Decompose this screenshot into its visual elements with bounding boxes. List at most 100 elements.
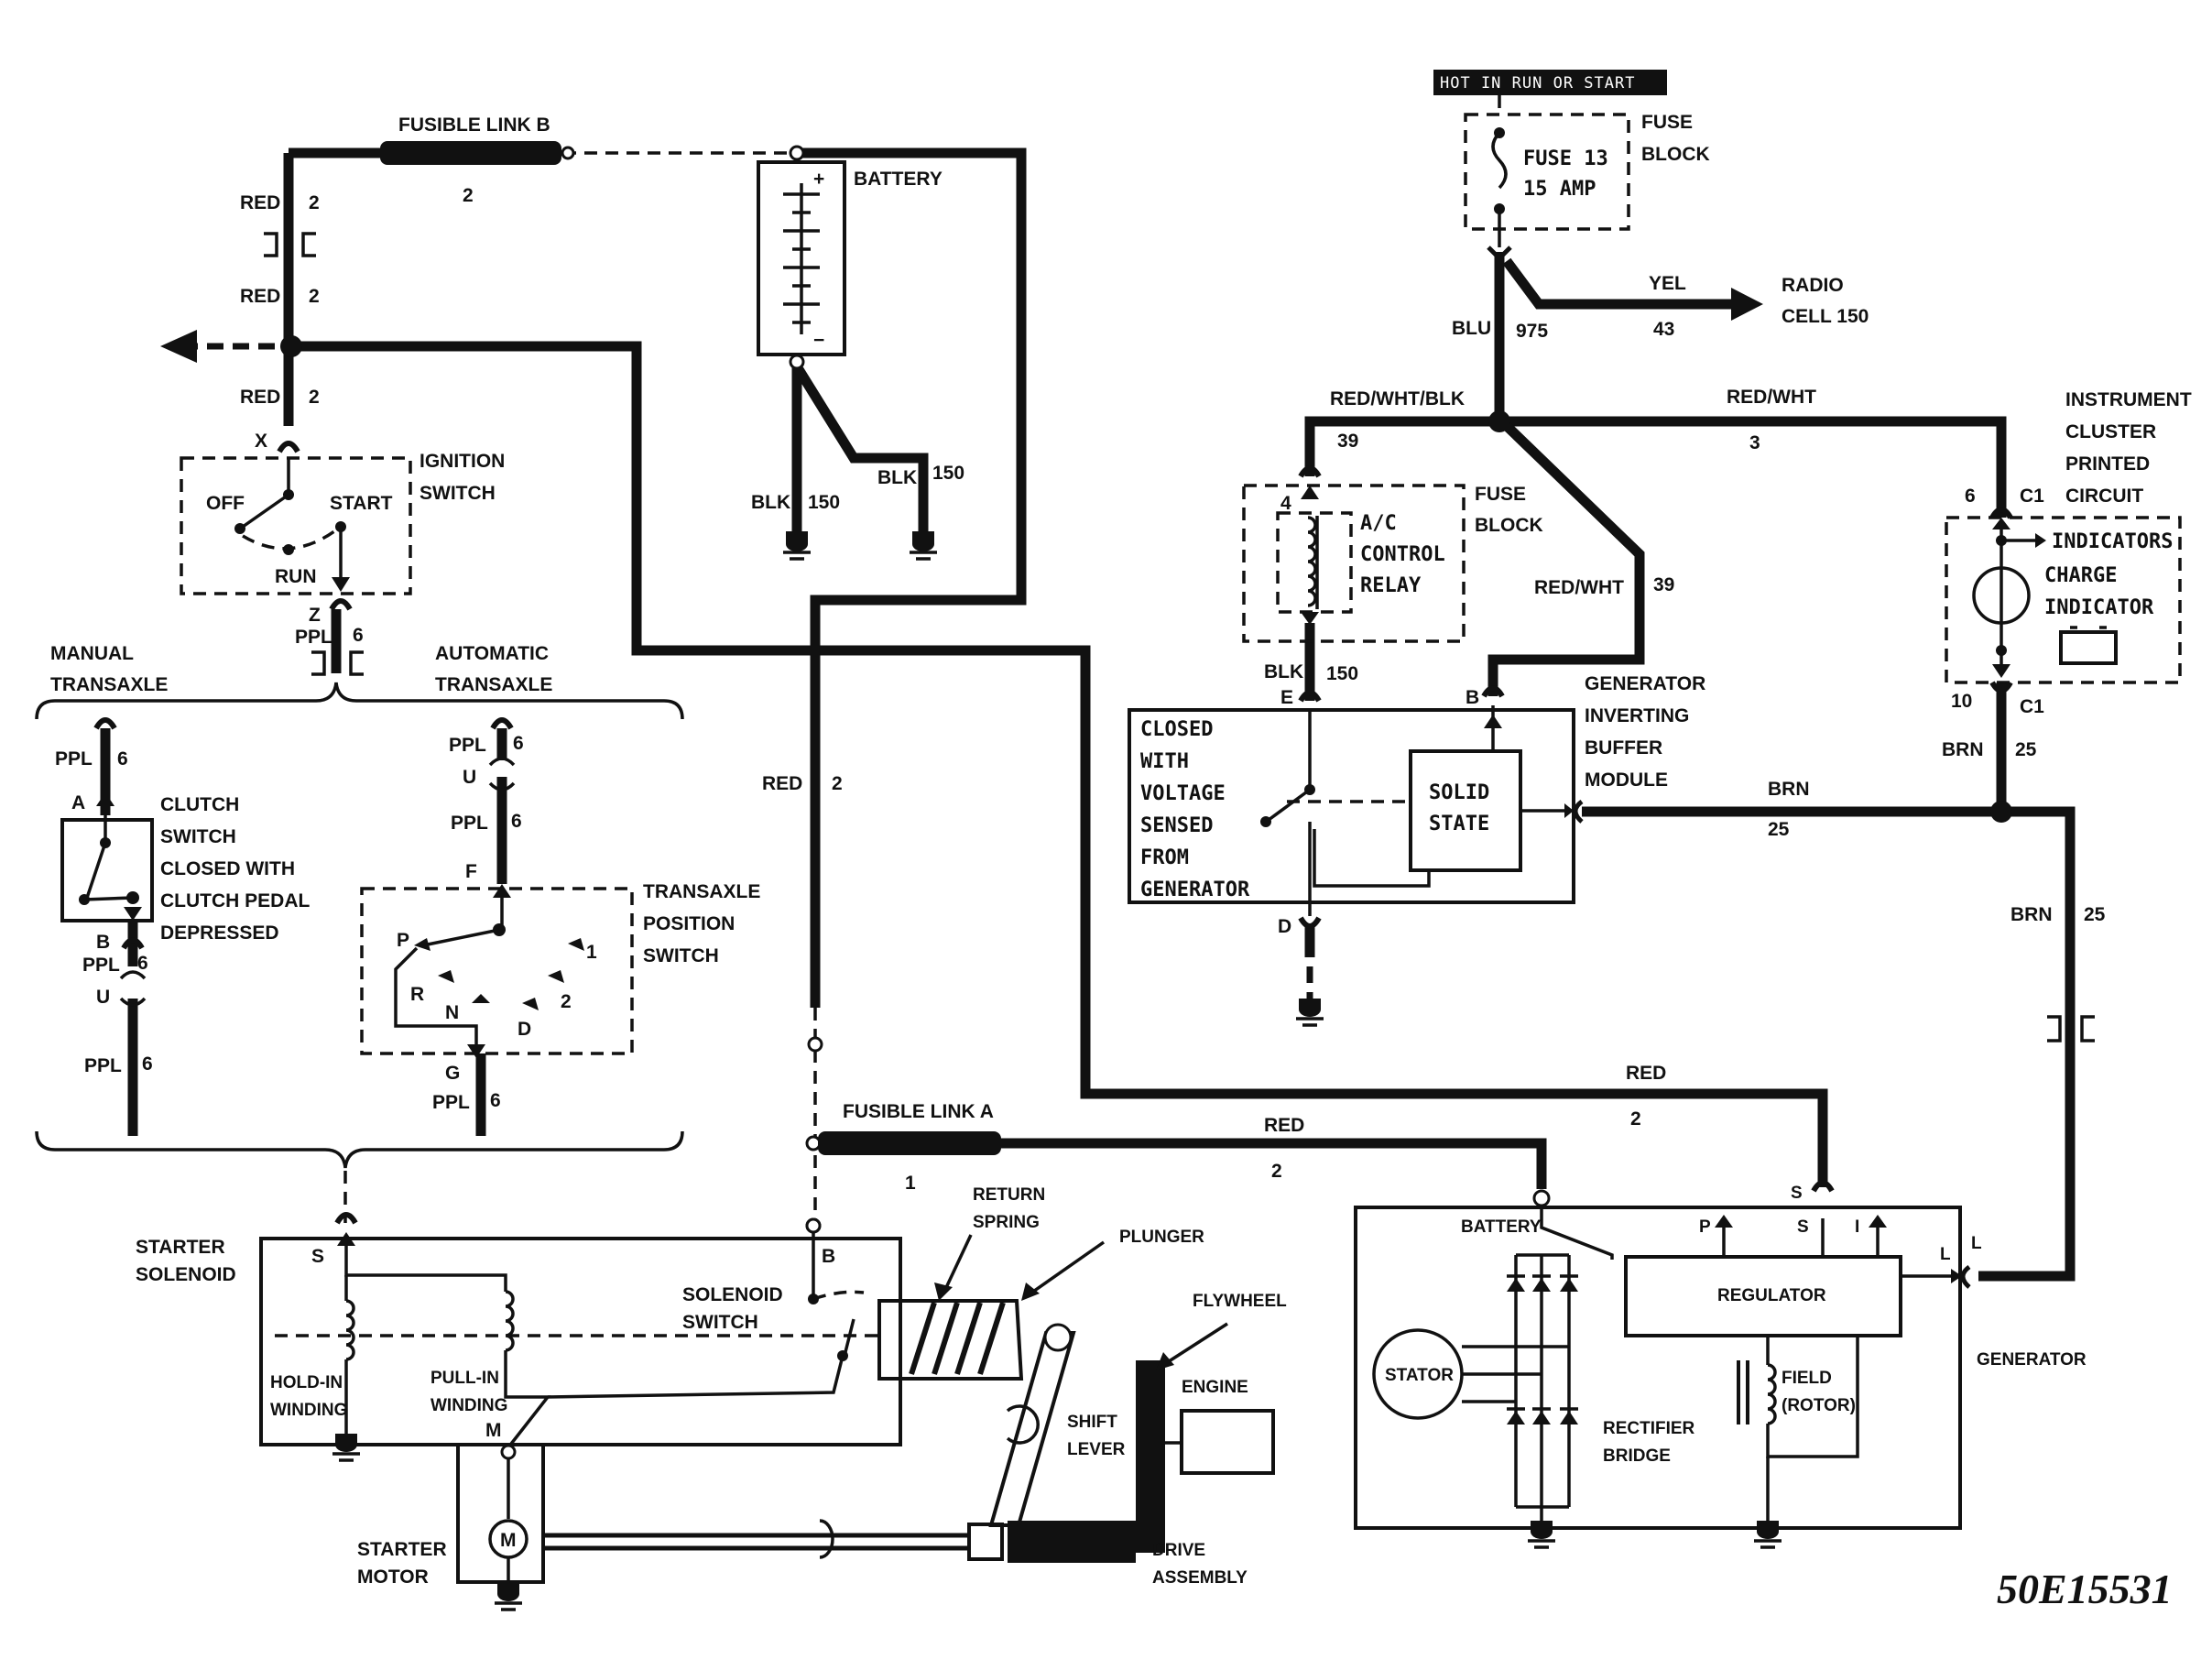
svg-text:2: 2 xyxy=(309,286,320,307)
shift-lever-1: SHIFT xyxy=(1067,1413,1117,1432)
cluster-pin-10: 10 xyxy=(1951,691,1972,712)
ground-wire-color-2: BLK xyxy=(877,467,917,488)
svg-text:GENERATOR: GENERATOR xyxy=(1585,673,1705,694)
svg-text:PPL: PPL xyxy=(449,735,486,756)
trans-1: 1 xyxy=(586,942,597,963)
wiring xyxy=(100,147,2076,1282)
fusible-link-a-circuit: 1 xyxy=(905,1173,916,1194)
solenoid-pin-b: B xyxy=(822,1246,835,1267)
solenoid-switch-1: SOLENOID xyxy=(682,1284,783,1305)
trans-r: R xyxy=(410,984,424,1005)
fusible-link-a: FUSIBLE LINK A 1 xyxy=(805,1008,1001,1234)
gen-s-top: S xyxy=(1791,1184,1803,1203)
rectifier-2: BRIDGE xyxy=(1603,1446,1671,1466)
hold-in-coil xyxy=(345,1299,355,1361)
relay-block-1: FUSE xyxy=(1475,484,1526,505)
ignition-switch: OFF START RUN X Z IGNITION SWITCH PPL 6 xyxy=(180,431,505,676)
ground-wire-circuit-1: 150 xyxy=(808,492,840,513)
wire-rw-39 xyxy=(1487,422,1645,696)
fuse13-block-1: FUSE xyxy=(1641,112,1693,133)
fusible-link-b: FUSIBLE LINK B 2 xyxy=(380,115,805,206)
shift-lever: SHIFT LEVER xyxy=(988,1323,1126,1527)
svg-text:6: 6 xyxy=(513,733,524,754)
connector-icon xyxy=(488,757,516,791)
ignition-off: OFF xyxy=(206,493,245,514)
relay-line-2: CONTROL xyxy=(1360,543,1445,566)
manual-title-2: TRANSAXLE xyxy=(50,674,168,695)
starter-motor-2: MOTOR xyxy=(357,1566,429,1588)
plunger-assembly: RETURN SPRING PLUNGER xyxy=(877,1185,1204,1381)
svg-text:RED/WHT: RED/WHT xyxy=(1727,387,1816,408)
clutch-line-3: CLOSED WITH xyxy=(160,858,295,879)
shift-lever-2: LEVER xyxy=(1067,1440,1126,1459)
svg-text:39: 39 xyxy=(1337,431,1358,452)
ground-wire-color-1: BLK xyxy=(751,492,790,513)
starter-motor-1: STARTER xyxy=(357,1539,447,1560)
diode-icon xyxy=(1507,1278,1578,1424)
svg-text:PPL: PPL xyxy=(451,813,488,834)
gen-i: I xyxy=(1855,1217,1859,1237)
fuse13-line-2: 15 AMP xyxy=(1523,178,1596,201)
svg-text:6: 6 xyxy=(117,748,128,770)
svg-text:2: 2 xyxy=(1271,1161,1282,1182)
hold-in-2: WINDING xyxy=(270,1401,347,1420)
svg-text:BLU: BLU xyxy=(1452,318,1491,339)
buffer-pin-e: E xyxy=(1280,687,1293,708)
generator-inverting-buffer-module: E B SOLID STATE CLOSED WITH VOLTAGE SENS… xyxy=(1128,673,1705,1027)
trans-p: P xyxy=(397,930,409,951)
solenoid-title-2: SOLENOID xyxy=(136,1264,236,1285)
svg-text:SENSED: SENSED xyxy=(1140,814,1213,837)
svg-text:2: 2 xyxy=(832,773,843,794)
svg-text:PPL: PPL xyxy=(55,748,93,770)
svg-text:VOLTAGE: VOLTAGE xyxy=(1140,782,1226,805)
wire-red-to-generator xyxy=(291,341,1828,1187)
svg-text:RED/WHT: RED/WHT xyxy=(1534,577,1624,598)
battery: + − BATTERY xyxy=(757,160,943,370)
instrument-cluster: 6 C1 INDICATORS CHARGE INDICATOR INSTRUM… xyxy=(1768,389,2192,1042)
wire-yel-43 xyxy=(1502,257,1736,310)
plunger-label: PLUNGER xyxy=(1119,1228,1204,1247)
wire-battery-negative-2 xyxy=(792,364,929,531)
field-2: (ROTOR) xyxy=(1782,1396,1856,1415)
brace-top xyxy=(35,682,684,720)
ignition-run: RUN xyxy=(275,566,317,587)
radio-2: CELL 150 xyxy=(1782,306,1869,327)
fuse-13: HOT IN RUN OR START FUSE 13 15 AMP FUSE … xyxy=(1330,70,1869,598)
gen-p: P xyxy=(1699,1217,1711,1237)
svg-text:RED: RED xyxy=(240,286,280,307)
starter-motor: M STARTER MOTOR DRIVE ASSEMBLY xyxy=(357,1443,1248,1611)
battery-title: BATTERY xyxy=(854,169,943,190)
relay-block-2: BLOCK xyxy=(1475,515,1543,536)
clutch-line-2: SWITCH xyxy=(160,826,236,847)
svg-text:CIRCUIT: CIRCUIT xyxy=(2065,486,2143,507)
wire-rw-3 xyxy=(1499,416,2007,518)
junction-node xyxy=(280,335,302,357)
svg-text:BUFFER: BUFFER xyxy=(1585,737,1662,759)
ground-wire-circuit-2: 150 xyxy=(932,463,964,484)
ground-icon xyxy=(495,1583,522,1611)
svg-text:CLOSED: CLOSED xyxy=(1140,718,1213,741)
radio-1: RADIO xyxy=(1782,275,1844,296)
return-spring-1: RETURN xyxy=(973,1185,1045,1205)
ground-icon xyxy=(910,531,937,561)
automatic-title-2: TRANSAXLE xyxy=(435,674,552,695)
buffer-pin-d: D xyxy=(1278,916,1291,937)
hot-in-run-bar: HOT IN RUN OR START xyxy=(1440,74,1635,93)
clutch-pin-a: A xyxy=(71,792,85,813)
solenoid-pin-s: S xyxy=(311,1246,324,1267)
brace-bottom xyxy=(35,1130,684,1169)
svg-text:BRN: BRN xyxy=(1768,779,1810,800)
diagram-reference: 50E15531 xyxy=(1997,1566,2173,1612)
connector-icon xyxy=(264,232,316,257)
svg-text:6: 6 xyxy=(353,625,364,646)
trans-pin-g: G xyxy=(445,1063,460,1084)
charge-2: INDICATOR xyxy=(2044,596,2154,619)
drive-assembly-2: ASSEMBLY xyxy=(1152,1568,1248,1588)
wire-battery-positive xyxy=(797,147,1027,1008)
pull-in-coil xyxy=(505,1290,515,1352)
field-rotor-coil xyxy=(1767,1363,1777,1425)
svg-text:PPL: PPL xyxy=(82,955,120,976)
clutch-line-5: DEPRESSED xyxy=(160,922,279,944)
trans-2: 2 xyxy=(561,991,572,1012)
